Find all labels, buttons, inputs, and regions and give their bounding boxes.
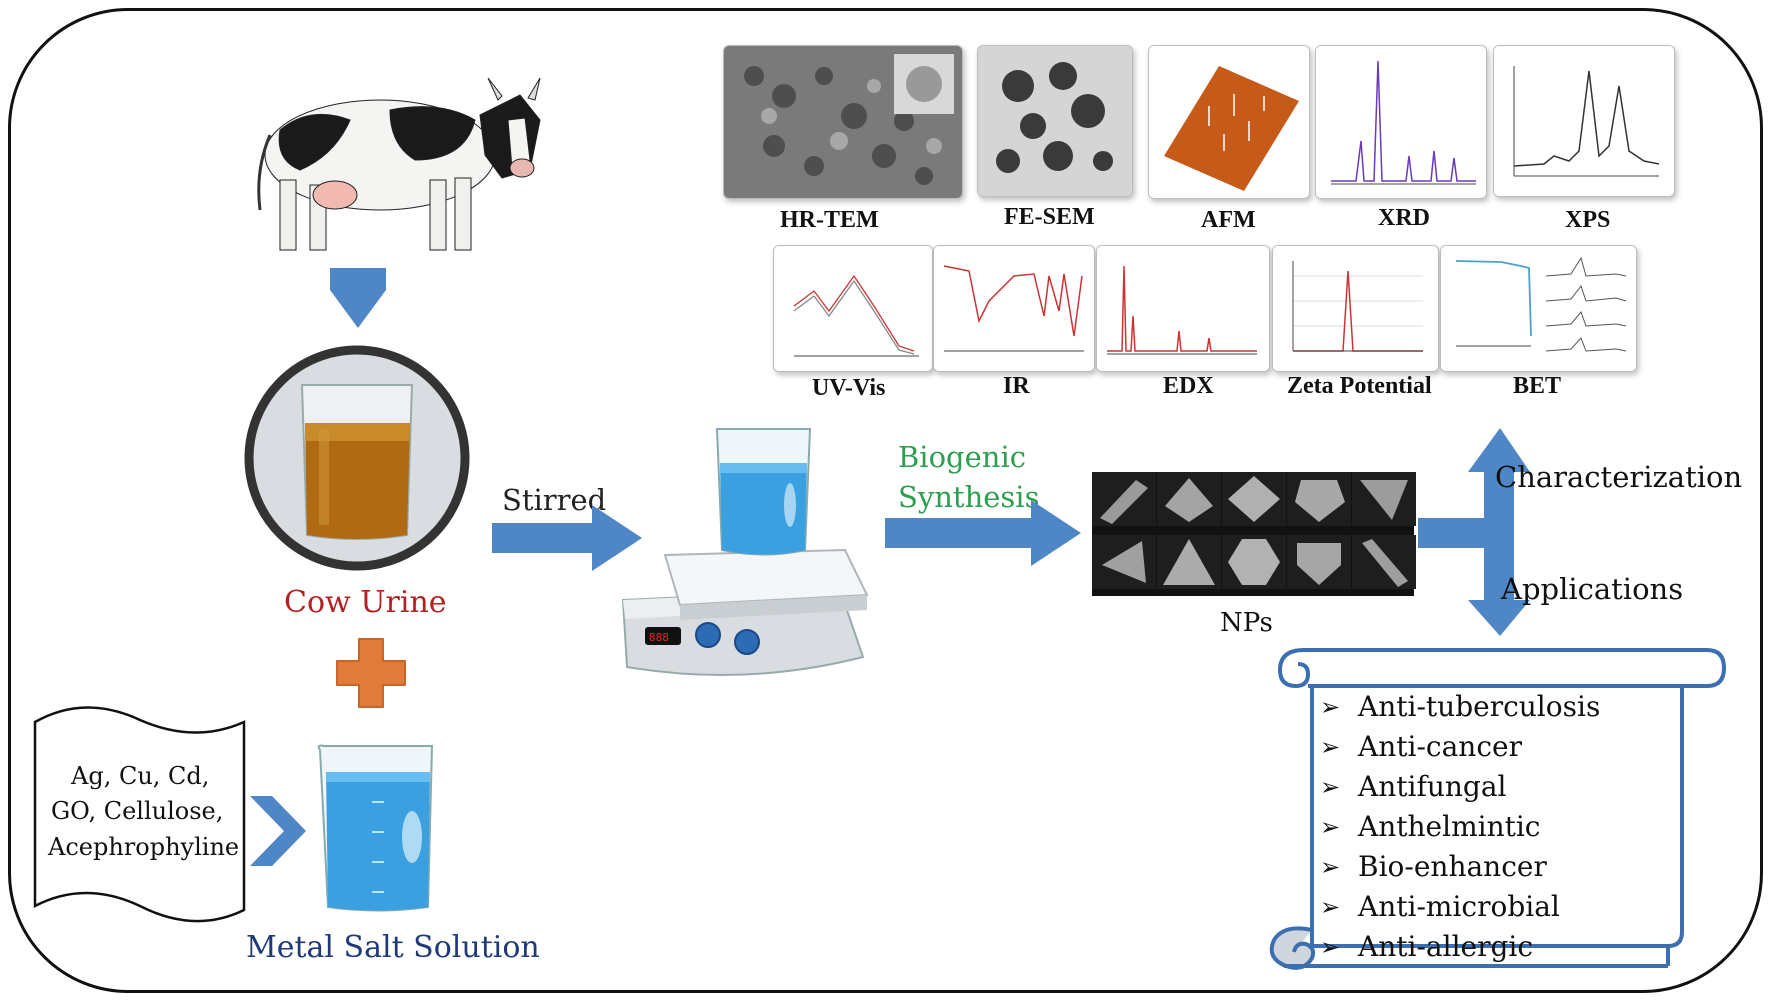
list-item: ➢ Anti-microbial	[1320, 890, 1560, 923]
technique-label-hr-tem: HR-TEM	[780, 207, 879, 233]
np-tile	[1287, 472, 1351, 526]
np-tile	[1222, 472, 1286, 526]
arrow-bullet-icon: ➢	[1320, 932, 1341, 961]
applications-label: Applications	[1501, 572, 1684, 606]
application-label: Bio-enhancer	[1358, 850, 1547, 883]
plus-icon	[336, 638, 406, 708]
arrow-icon	[330, 268, 386, 328]
application-label: Anthelmintic	[1358, 810, 1541, 843]
arrow-bullet-icon: ➢	[1320, 812, 1341, 841]
np-shapes-image	[1092, 472, 1416, 596]
np-tile	[1092, 472, 1156, 526]
metal-source-line-1: Ag, Cu, Cd,	[71, 762, 210, 790]
stirrer-image: 888	[621, 428, 869, 676]
arrow-bullet-icon: ➢	[1320, 692, 1341, 721]
np-tile	[1157, 535, 1221, 589]
list-item: ➢ Anthelmintic	[1320, 810, 1541, 843]
application-label: Anti-tuberculosis	[1358, 690, 1601, 723]
panel-zeta	[1272, 245, 1439, 372]
branch-arrow-icon	[1418, 428, 1530, 636]
biogenic-label-line-1: Biogenic	[898, 440, 1026, 474]
svg-text:888: 888	[649, 631, 669, 644]
panel-uv-vis	[773, 245, 933, 372]
application-label: Antifungal	[1358, 770, 1507, 803]
arrow-bullet-icon: ➢	[1320, 732, 1341, 761]
np-tile	[1287, 535, 1351, 589]
np-tile	[1092, 535, 1156, 589]
panel-afm	[1148, 45, 1310, 199]
panel-xps	[1493, 45, 1675, 197]
application-label: Anti-allergic	[1358, 930, 1534, 963]
metal-salt-solution-label: Metal Salt Solution	[246, 930, 540, 965]
np-tile	[1157, 472, 1221, 526]
technique-label-xrd: XRD	[1378, 205, 1430, 231]
technique-label-bet: BET	[1513, 373, 1562, 399]
technique-label-afm: AFM	[1201, 207, 1256, 233]
arrow-icon	[885, 500, 1081, 566]
np-tile	[1222, 535, 1286, 589]
application-label: Anti-microbial	[1358, 890, 1560, 923]
panel-xrd	[1315, 45, 1487, 199]
arrow-icon	[250, 796, 306, 866]
urine-beaker-image	[244, 345, 470, 571]
list-item: ➢ Anti-tuberculosis	[1320, 690, 1600, 723]
metal-source-box	[33, 706, 246, 923]
metal-source-line-3: Acephrophyline	[48, 833, 240, 861]
panel-bet	[1440, 245, 1637, 372]
scroll-icon	[1269, 648, 1727, 970]
list-item: ➢ Antifungal	[1320, 770, 1506, 803]
metal-source-line-2: GO, Cellulose,	[51, 797, 224, 825]
technique-label-fe-sem: FE-SEM	[1004, 204, 1095, 230]
cow-urine-label: Cow Urine	[284, 585, 447, 620]
list-item: ➢ Anti-allergic	[1320, 930, 1533, 963]
list-item: ➢ Bio-enhancer	[1320, 850, 1547, 883]
panel-hr-tem	[723, 45, 963, 199]
arrow-icon	[492, 505, 642, 571]
characterization-label: Characterization	[1495, 460, 1743, 494]
technique-label-xps: XPS	[1565, 207, 1611, 233]
technique-label-zeta: Zeta Potential	[1287, 373, 1432, 399]
nps-label: NPs	[1220, 608, 1273, 638]
technique-label-edx: EDX	[1163, 373, 1214, 399]
application-label: Anti-cancer	[1358, 730, 1522, 763]
rounded-frame	[8, 8, 1763, 993]
arrow-bullet-icon: ➢	[1320, 852, 1341, 881]
panel-fe-sem	[977, 45, 1133, 197]
technique-label-ir: IR	[1003, 373, 1030, 399]
technique-label-uv-vis: UV-Vis	[812, 375, 886, 401]
np-tile	[1352, 472, 1416, 526]
panel-edx	[1096, 245, 1270, 372]
metal-salt-beaker-image	[317, 744, 434, 912]
stirred-label: Stirred	[502, 483, 607, 517]
panel-ir	[933, 245, 1095, 372]
biogenic-label-line-2: Synthesis	[898, 480, 1040, 514]
cow-image	[257, 77, 541, 251]
np-tile	[1352, 535, 1416, 589]
list-item: ➢ Anti-cancer	[1320, 730, 1522, 763]
arrow-bullet-icon: ➢	[1320, 892, 1341, 921]
arrow-bullet-icon: ➢	[1320, 772, 1341, 801]
applications-list: ➢ Anti-tuberculosis ➢ Anti-cancer ➢ Antifun…	[1320, 690, 1710, 980]
